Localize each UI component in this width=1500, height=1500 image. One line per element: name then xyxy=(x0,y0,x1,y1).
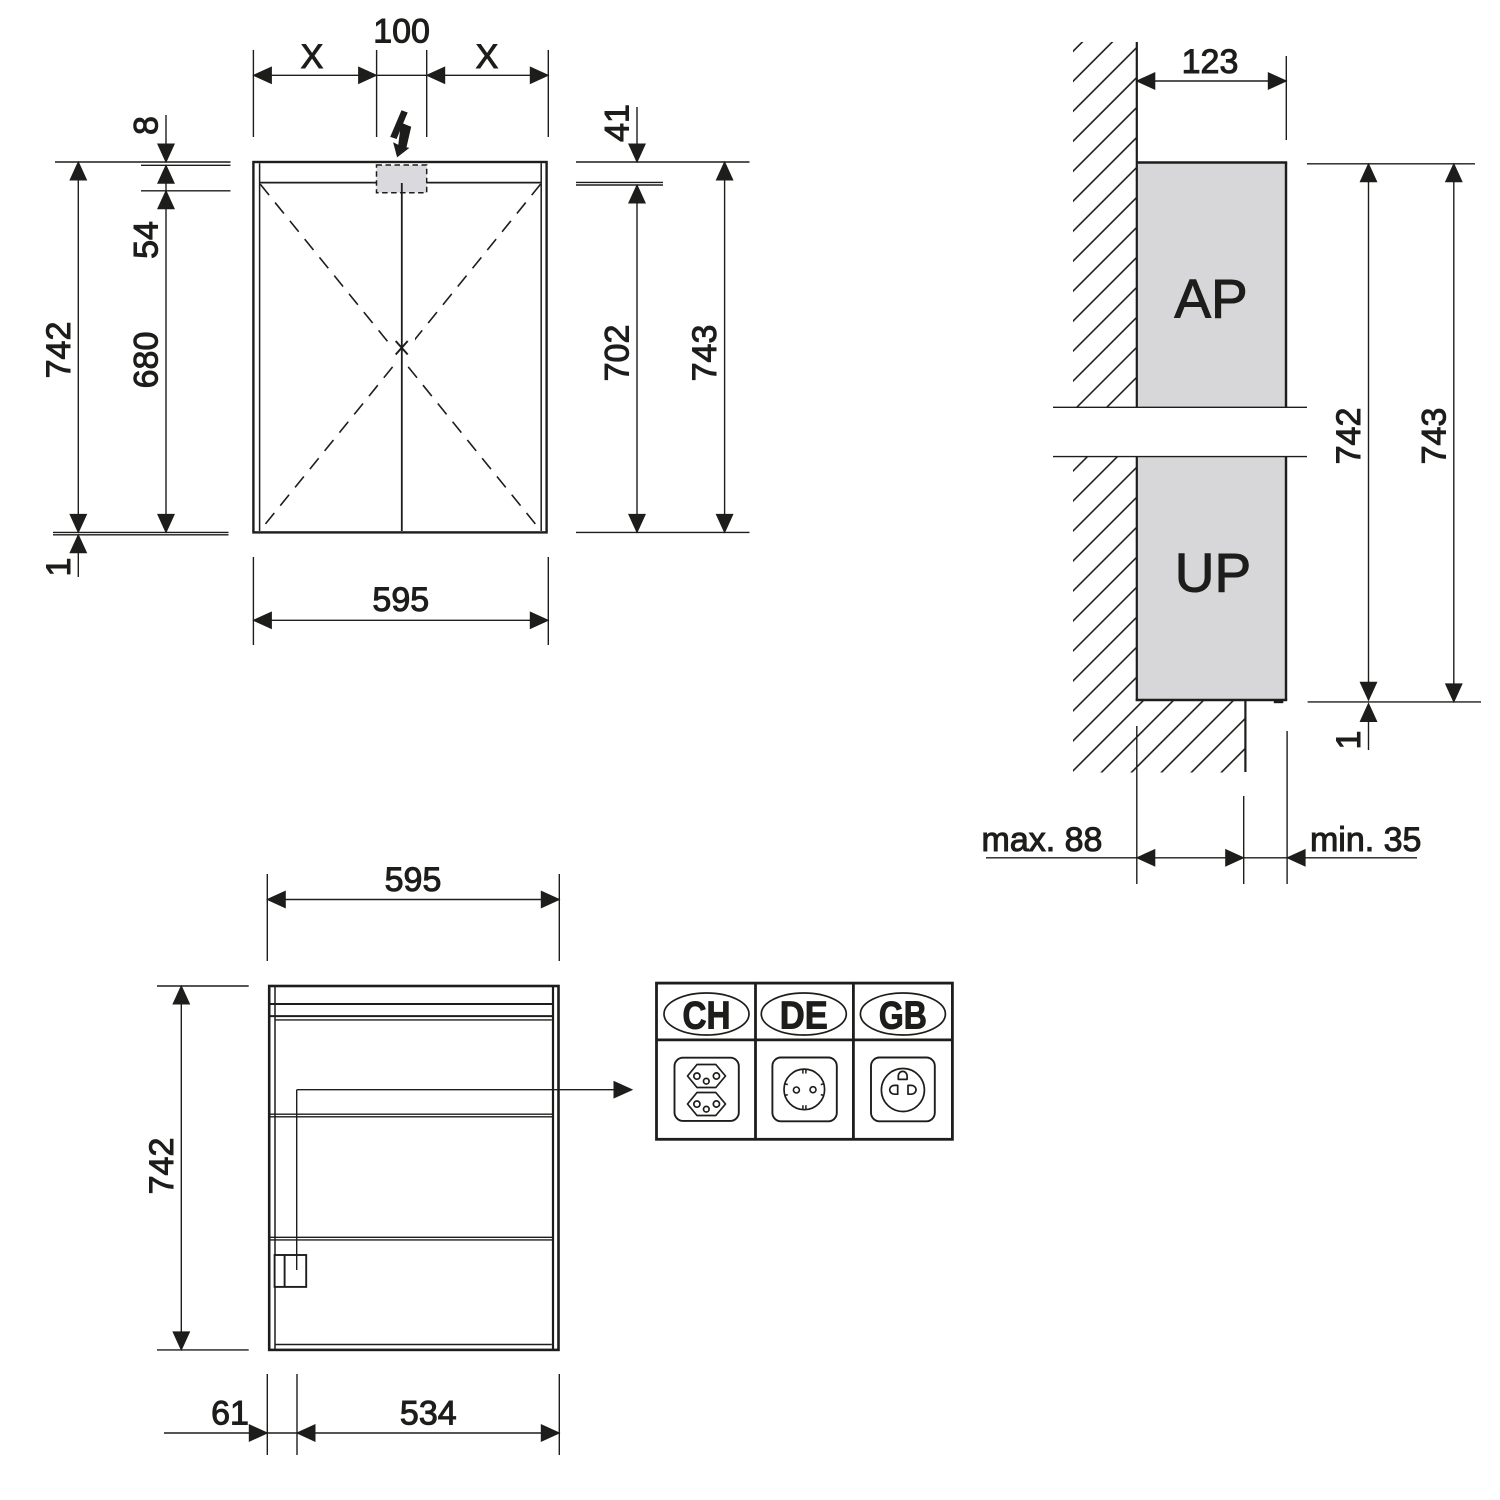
svg-text:595: 595 xyxy=(372,581,429,619)
svg-text:702: 702 xyxy=(599,325,637,382)
svg-text:X: X xyxy=(301,38,324,76)
svg-text:GB: GB xyxy=(879,994,927,1037)
svg-text:742: 742 xyxy=(1330,408,1368,465)
svg-text:UP: UP xyxy=(1175,542,1251,604)
svg-text:X: X xyxy=(476,38,499,76)
svg-text:100: 100 xyxy=(373,13,430,51)
svg-text:742: 742 xyxy=(40,322,78,379)
svg-text:595: 595 xyxy=(385,861,442,899)
svg-text:AP: AP xyxy=(1174,268,1247,330)
svg-text:680: 680 xyxy=(128,332,166,389)
svg-text:534: 534 xyxy=(400,1395,457,1433)
svg-text:41: 41 xyxy=(599,104,637,142)
svg-text:DE: DE xyxy=(780,994,828,1037)
svg-text:1: 1 xyxy=(1330,731,1368,750)
svg-text:min. 35: min. 35 xyxy=(1310,821,1422,859)
svg-text:54: 54 xyxy=(128,221,166,259)
svg-text:123: 123 xyxy=(1182,43,1239,81)
svg-text:743: 743 xyxy=(686,325,724,382)
svg-text:CH: CH xyxy=(683,994,731,1037)
svg-text:743: 743 xyxy=(1415,408,1453,465)
svg-text:742: 742 xyxy=(143,1138,181,1195)
svg-text:max. 88: max. 88 xyxy=(982,821,1103,859)
svg-text:8: 8 xyxy=(128,116,166,135)
svg-text:1: 1 xyxy=(40,558,78,577)
svg-text:61: 61 xyxy=(211,1395,249,1433)
